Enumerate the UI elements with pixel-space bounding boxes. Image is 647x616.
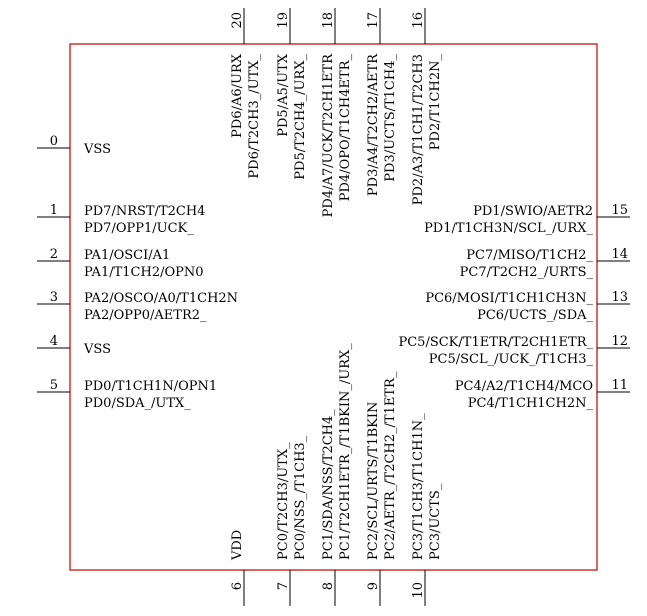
pin-label-bottom-8: PC1/T2CH1ETR_/T1BKIN_/URX_: [338, 343, 353, 560]
pin-number-top-17: 17: [366, 12, 381, 29]
pin-label-bottom-6: VDD: [230, 530, 245, 561]
pin-number-left-5: 5: [50, 378, 58, 393]
pin-number-top-20: 20: [230, 12, 245, 29]
pin-number-left-1: 1: [50, 203, 58, 218]
pin-number-left-0: 0: [50, 134, 58, 149]
pin-label-top-18: PD4/OPO/T1CH4ETR_: [338, 54, 353, 202]
pin-label-left-5: PD0/SDA_/UTX_: [84, 396, 191, 411]
pin-number-left-4: 4: [50, 334, 58, 349]
pin-label-top-18: PD4/A7/UCK/T2CH1ETR: [321, 53, 336, 218]
pin-label-right-15: PD1/SWIO/AETR2: [473, 204, 593, 219]
pin-label-left-3: PA2/OSCO/A0/T1CH2N: [84, 291, 238, 306]
pin-number-bottom-8: 8: [321, 582, 336, 590]
pin-number-top-18: 18: [321, 12, 336, 29]
pin-label-left-3: PA2/OPP0/AETR2_: [84, 308, 207, 323]
pin-label-left-2: PA1/T1CH2/OPN0: [84, 265, 204, 280]
pin-label-top-19: PD5/A5/UTX: [276, 53, 291, 136]
pin-label-top-20: PD6/T2CH3_/UTX_: [247, 54, 262, 179]
pin-label-right-12: PC5/SCL_/UCK_/T1CH3_: [429, 352, 594, 367]
pin-number-bottom-7: 7: [276, 582, 291, 590]
pin-number-bottom-6: 6: [230, 582, 245, 590]
pin-number-right-11: 11: [611, 378, 628, 393]
pin-label-top-20: PD6/A6/URX: [230, 53, 245, 138]
pin-label-bottom-7: PC0/NSS_/T1CH3_: [293, 435, 308, 560]
pin-label-bottom-9: PC2/AETR_/T2CH2_/T1ETR_: [383, 371, 398, 560]
pin-label-right-15: PD1/T1CH3N/SCL_/URX_: [424, 221, 593, 236]
pin-label-right-11: PC4/A2/T1CH4/MCO: [455, 379, 593, 394]
pin-label-left-0: VSS: [83, 142, 111, 157]
pin-label-left-4: VSS: [83, 342, 111, 357]
pin-label-right-11: PC4/T1CH1CH2N_: [468, 396, 594, 411]
pin-number-right-12: 12: [611, 334, 628, 349]
pin-number-top-19: 19: [276, 12, 291, 29]
pin-label-right-13: PC6/UCTS_/SDA_: [477, 308, 593, 323]
pin-number-bottom-9: 9: [366, 582, 381, 590]
pin-label-right-13: PC6/MOSI/T1CH1CH3N_: [425, 291, 593, 306]
pin-number-right-13: 13: [611, 290, 628, 305]
pin-label-right-14: PC7/MISO/T1CH2_: [466, 248, 593, 263]
pin-number-left-2: 2: [50, 247, 58, 262]
chip-body: [69, 43, 598, 571]
pin-label-right-12: PC5/SCK/T1ETR/T2CH1ETR_: [398, 335, 593, 350]
pin-label-top-17: PD3/A4/T2CH2/AETR: [366, 53, 381, 196]
pin-label-bottom-9: PC2/SCL/URTS/T1BKIN: [366, 402, 381, 560]
pin-label-left-1: PD7/OPP1/UCK_: [84, 221, 194, 236]
pin-label-bottom-10: PC3/UCTS_: [428, 483, 443, 560]
pin-number-bottom-10: 10: [411, 582, 426, 599]
pin-number-top-16: 16: [411, 12, 426, 29]
pin-label-top-17: PD3/UCTS/T1CH4_: [383, 54, 398, 182]
pin-label-right-14: PC7/T2CH2_/URTS_: [460, 265, 594, 280]
pin-label-bottom-8: PC1/SDA/NSS/T2CH4_: [321, 409, 336, 560]
pin-number-left-3: 3: [50, 290, 58, 305]
pin-number-right-15: 15: [611, 203, 628, 218]
pin-label-top-19: PD5/T2CH4_/URX_: [293, 54, 308, 180]
pin-label-left-5: PD0/T1CH1N/OPN1: [84, 379, 217, 394]
pin-label-bottom-10: PC3/T1CH3/T1CH1N_: [411, 413, 426, 560]
pin-label-top-16: PD2/T1CH2N_: [428, 54, 443, 151]
pin-label-left-2: PA1/OSCI/A1: [84, 248, 170, 263]
pin-number-right-14: 14: [611, 247, 628, 262]
pin-label-top-16: PD2/A3/T1CH1/T2CH3: [411, 54, 426, 205]
pin-label-bottom-7: PC0/T2CH3/UTX_: [276, 442, 291, 560]
pin-label-left-1: PD7/NRST/T2CH4: [84, 204, 205, 219]
